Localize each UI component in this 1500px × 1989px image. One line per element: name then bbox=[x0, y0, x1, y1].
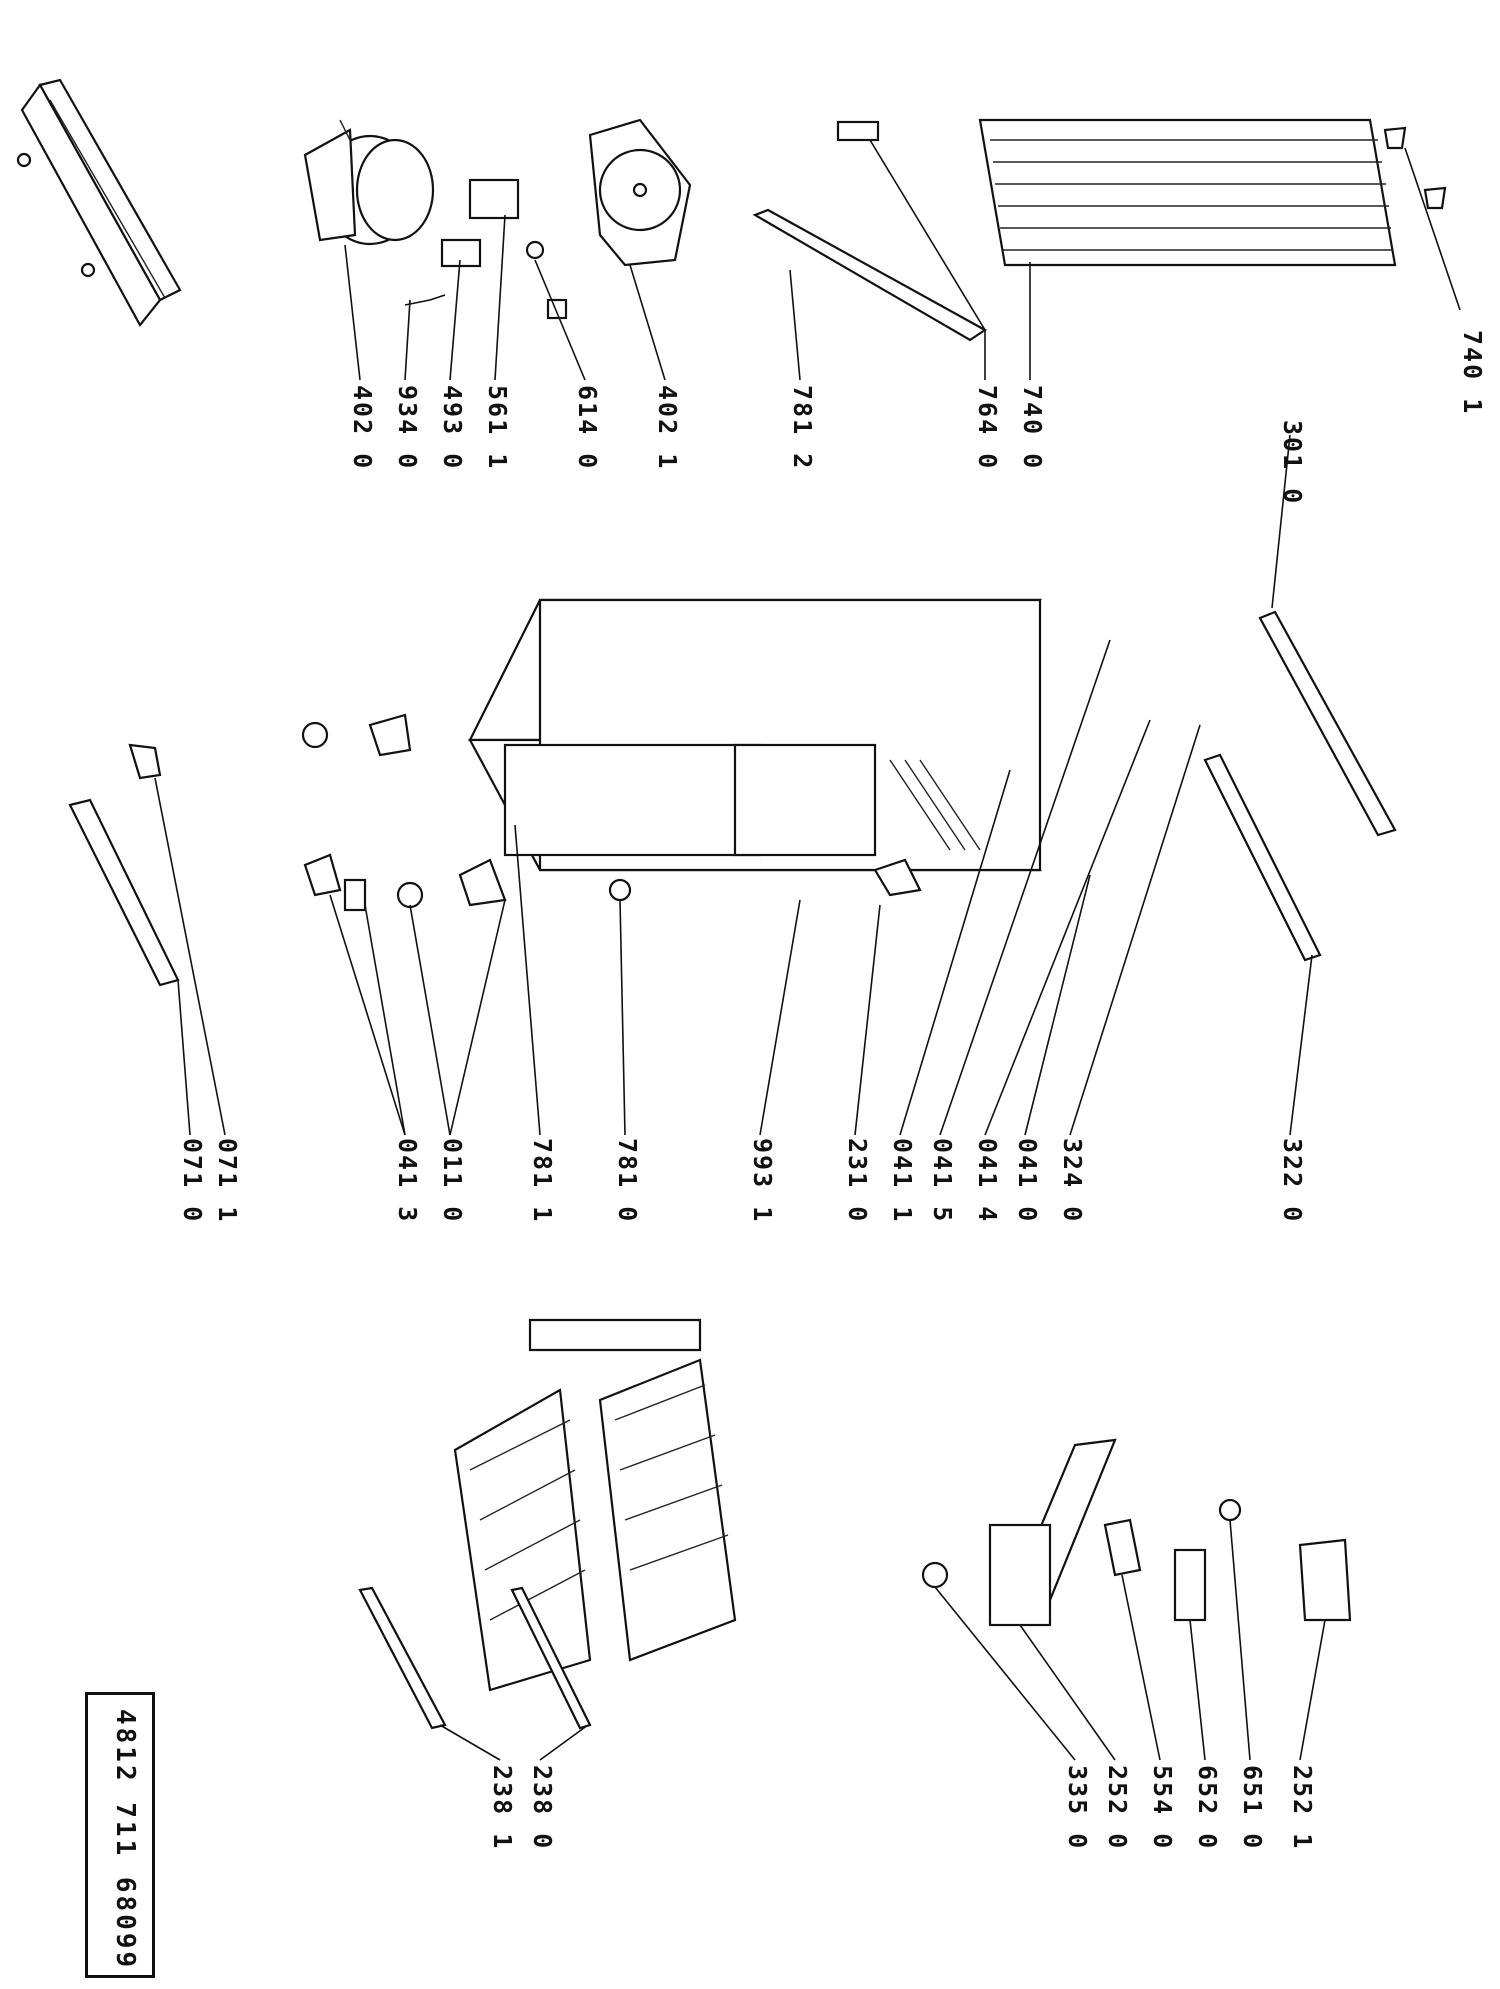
cover-strip bbox=[752, 208, 988, 342]
label-252-0: 252 0 bbox=[1103, 1765, 1132, 1851]
label-651-0: 651 0 bbox=[1238, 1765, 1267, 1851]
code-number-box: 4812 711 68099 bbox=[85, 1692, 155, 1978]
relay-part bbox=[468, 178, 520, 220]
label-561-1: 561 1 bbox=[483, 385, 512, 471]
grommet-part bbox=[525, 240, 545, 260]
clip-part-2 bbox=[1423, 186, 1447, 210]
label-740-1: 740 1 bbox=[1458, 330, 1487, 416]
wire-part bbox=[404, 294, 446, 306]
label-740-0: 740 0 bbox=[1018, 385, 1047, 471]
label-231-0: 231 0 bbox=[843, 1138, 872, 1224]
label-324-0: 324 0 bbox=[1058, 1138, 1087, 1224]
shelf-clip bbox=[128, 743, 162, 780]
evaporator-shelves bbox=[453, 1318, 737, 1692]
label-614-0: 614 0 bbox=[573, 385, 602, 471]
door-shelf bbox=[68, 798, 180, 987]
label-493-0: 493 0 bbox=[438, 385, 467, 471]
rail-upper bbox=[1258, 610, 1397, 837]
clip-block bbox=[440, 238, 482, 268]
label-041-4: 041 4 bbox=[973, 1138, 1002, 1224]
label-402-0: 402 0 bbox=[348, 385, 377, 471]
label-071-0: 071 0 bbox=[178, 1138, 207, 1224]
label-993-1: 993 1 bbox=[748, 1138, 777, 1224]
evaporating-tray bbox=[588, 118, 692, 267]
label-554-0: 554 0 bbox=[1148, 1765, 1177, 1851]
label-335-0: 335 0 bbox=[1063, 1765, 1092, 1851]
label-041-0: 041 0 bbox=[1013, 1138, 1042, 1224]
label-652-0: 652 0 bbox=[1193, 1765, 1222, 1851]
rail-lower bbox=[1203, 753, 1322, 962]
label-238-0: 238 0 bbox=[528, 1765, 557, 1851]
label-041-1: 041 1 bbox=[888, 1138, 917, 1224]
compressor bbox=[303, 119, 435, 246]
screw-part bbox=[546, 298, 568, 320]
shelf-rail-1 bbox=[358, 1586, 447, 1730]
label-402-1: 402 1 bbox=[653, 385, 682, 471]
condenser-grid bbox=[978, 118, 1397, 267]
label-934-0: 934 0 bbox=[393, 385, 422, 471]
label-041-3: 041 3 bbox=[393, 1138, 422, 1224]
label-781-2: 781 2 bbox=[788, 385, 817, 471]
top-bracket-rail bbox=[16, 78, 182, 327]
hinge-parts bbox=[301, 713, 632, 912]
label-322-0: 322 0 bbox=[1278, 1138, 1307, 1224]
lock-part bbox=[873, 858, 922, 897]
refrigerator-cabinet bbox=[468, 598, 1042, 872]
label-071-1: 071 1 bbox=[213, 1138, 242, 1224]
label-011-0: 011 0 bbox=[438, 1138, 467, 1224]
label-301-0: 301 0 bbox=[1278, 420, 1307, 506]
clip-part bbox=[1383, 126, 1407, 150]
label-781-1: 781 1 bbox=[528, 1138, 557, 1224]
leader-lines bbox=[154, 139, 1461, 1761]
label-041-5: 041 5 bbox=[928, 1138, 957, 1224]
drain-plug bbox=[836, 120, 880, 142]
label-764-0: 764 0 bbox=[973, 385, 1002, 471]
code-number: 4812 711 68099 bbox=[110, 1709, 140, 1971]
label-238-1: 238 1 bbox=[488, 1765, 517, 1851]
thermostat-lamp-assembly bbox=[921, 1438, 1352, 1627]
label-781-0: 781 0 bbox=[613, 1138, 642, 1224]
shelf-rail-2 bbox=[510, 1586, 592, 1730]
label-252-1: 252 1 bbox=[1288, 1765, 1317, 1851]
